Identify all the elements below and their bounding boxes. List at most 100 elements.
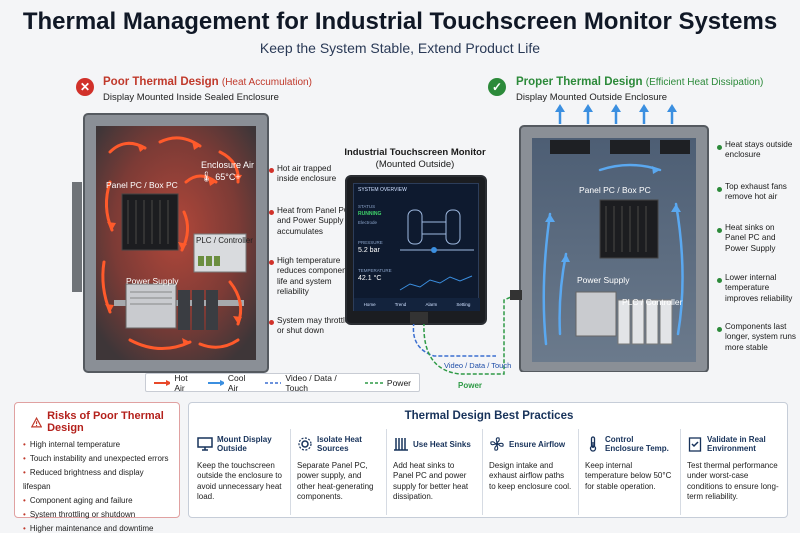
cable-gland [410, 312, 428, 324]
cable-label: Video / Data / Touch [444, 361, 512, 370]
panel-pc-box [121, 193, 179, 251]
cable-gland [510, 290, 522, 300]
nav-setting[interactable]: Setting [456, 302, 471, 307]
warning-icon [31, 416, 43, 427]
legend-power: Power [364, 377, 411, 388]
practice-title: Validate in Real Environment [707, 435, 766, 453]
enclosure-hinge [72, 182, 82, 292]
cool-air-arrow [542, 212, 552, 346]
list-item: Component aging and failure [23, 494, 171, 508]
nav-trend[interactable]: Trend [394, 302, 407, 307]
power-supply-box [575, 291, 617, 337]
proper-callout-3: Heat sinks on Panel PC and Power Supply [725, 223, 776, 253]
temp-value: 42.1 °C [358, 275, 382, 282]
legend-video: Video / Data / Touch [264, 373, 355, 393]
enclosure-air-label: Enclosure Air [201, 160, 255, 170]
touchscreen-monitor: SYSTEM OVERVIEW STATUS RUNNING Electrode… [345, 175, 487, 325]
status-value: RUNNING [358, 211, 382, 217]
status-label: STATUS [358, 204, 376, 209]
callout-dot [269, 320, 274, 325]
thermometer-icon [589, 436, 597, 452]
process-diagram [400, 209, 474, 253]
proper-callout-4: Lower internal temperature improves reli… [725, 273, 793, 303]
practice-title: Control Enclosure Temp. [605, 435, 669, 453]
plc-module [645, 299, 659, 345]
proper-heading: Proper Thermal Design (Efficient Heat Di… [516, 76, 763, 88]
proper-subheading: Display Mounted Outside Enclosure [516, 92, 668, 103]
poor-plc-label: PLC / Controller [196, 236, 253, 245]
risks-title: Risks of Poor Thermal Design [47, 410, 164, 434]
enclosure-air-temp: 65°C+ [215, 172, 241, 182]
practice-desc: Separate Panel PC, power supply, and oth… [297, 461, 374, 502]
list-item: Higher maintenance and downtime [23, 522, 171, 533]
plc-module [659, 299, 673, 345]
proper-callout-1: Heat stays outside enclosure [725, 140, 793, 160]
screen-nav: Home Trend Alarm Setting [354, 298, 480, 311]
plc-module [631, 299, 645, 345]
list-item: High internal temperature [23, 438, 171, 452]
poor-heading-note: (Heat Accumulation) [221, 77, 312, 88]
proper-callout-2: Top exhaust fans remove hot air [725, 182, 787, 202]
cool-air-arrow [674, 202, 684, 336]
practice-desc: Keep internal temperature below 50°C for… [585, 461, 672, 491]
practice-mount-display: Mount Display Outside Keep the touchscre… [191, 429, 291, 515]
fan-icon [490, 437, 504, 451]
proper-heading-note: (Efficient Heat Dissipation) [645, 77, 764, 88]
practice-title: Ensure Airflow [509, 439, 566, 449]
checklist-icon [688, 437, 702, 452]
practice-validate: Validate in Real Environment Test therma… [681, 429, 787, 515]
practice-desc: Test thermal performance under worst-cas… [687, 461, 779, 502]
practice-control-temp: Control Enclosure Temp. Keep internal te… [579, 429, 681, 515]
proper-power-supply-label: Power Supply [577, 275, 630, 285]
nav-alarm[interactable]: Alarm [425, 302, 438, 307]
nav-home[interactable]: Home [363, 302, 376, 307]
gear-icon [298, 437, 312, 451]
trend-graph [399, 275, 473, 291]
best-practices-title: Thermal Design Best Practices [404, 410, 574, 422]
pressure-label: PRESSURE [358, 240, 383, 245]
poor-callout-1: Hot air trapped inside enclosure [277, 164, 337, 184]
hot-air-arrow [158, 136, 202, 148]
callout-dot [269, 168, 274, 173]
callout-dot [717, 187, 722, 192]
legend: Hot Air Cool Air Video / Data / Touch Po… [145, 373, 420, 393]
video-cable [412, 321, 496, 357]
heat-sink-icon [394, 438, 408, 451]
callout-dot [717, 278, 722, 283]
callout-dot [269, 210, 274, 215]
risks-panel: Risks of Poor Thermal Design High intern… [14, 402, 180, 533]
legend-hot-air: Hot Air [154, 373, 198, 393]
legend-power-label: Power [386, 377, 411, 388]
list-item: Touch instability and unexpected errors [23, 452, 171, 466]
exhaust-fan [550, 140, 590, 154]
practice-airflow: Ensure Airflow Design intake and exhaust… [483, 429, 579, 515]
list-item: System throttling or shutdown [23, 508, 171, 522]
enclosure-air-readout: 🌡 65°C+ [200, 172, 241, 183]
practice-desc: Design intake and exhaust airflow paths … [489, 461, 572, 491]
x-icon: ✕ [76, 78, 94, 96]
callout-dot [717, 228, 722, 233]
risks-header: Risks of Poor Thermal Design [15, 403, 179, 434]
thermometer-icon: 🌡 [200, 172, 213, 183]
callout-dot [269, 260, 274, 265]
callout-dot [717, 145, 722, 150]
sub-status: Electrode [358, 220, 378, 225]
risks-list: High internal temperature Touch instabil… [15, 434, 179, 533]
monitor-icon [197, 437, 213, 451]
poor-heading-main: Poor Thermal Design [103, 76, 219, 88]
poor-subheading: Display Mounted Inside Sealed Enclosure [103, 92, 279, 103]
poor-enclosure-illustration [72, 113, 269, 373]
poor-panel-pc-label: Panel PC / Box PC [106, 180, 178, 190]
check-icon: ✓ [488, 78, 506, 96]
poor-power-supply-label: Power Supply [126, 276, 179, 286]
practice-isolate-heat: Isolate Heat Sources Separate Panel PC, … [291, 429, 387, 515]
screen-title: SYSTEM OVERVIEW [358, 187, 407, 193]
practice-title: Use Heat Sinks [413, 439, 471, 449]
power-supply-box [125, 283, 177, 329]
hot-air-arrow [198, 338, 240, 349]
best-practices-panel: Thermal Design Best Practices Mount Disp… [188, 402, 788, 518]
practice-desc: Keep the touchscreen outside the enclosu… [197, 461, 282, 502]
poor-heading: Poor Thermal Design (Heat Accumulation) [103, 76, 312, 88]
poor-callout-3: High temperature reduces component life … [277, 256, 349, 296]
hot-air-arrow [184, 174, 218, 184]
